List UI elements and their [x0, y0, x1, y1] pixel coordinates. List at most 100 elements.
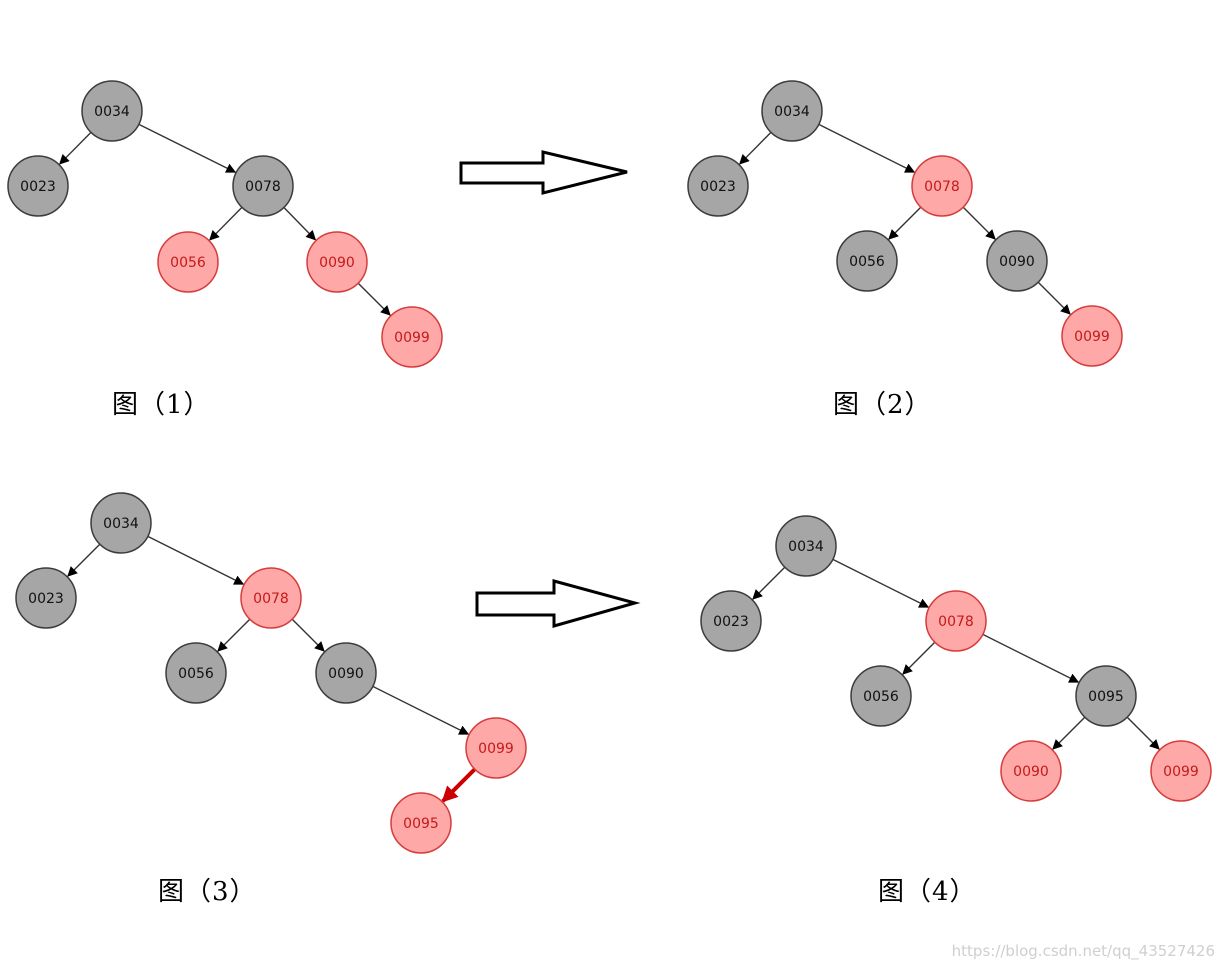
fig1-edge-0078-0056	[209, 206, 243, 241]
fig3-node-circle-0095	[390, 792, 452, 854]
fig2-node-label-0078: 0078	[924, 179, 960, 195]
fig2-node-label-0090: 0090	[999, 254, 1035, 270]
fig4-node-label-0095: 0095	[1088, 689, 1124, 705]
fig1-node-label-0056: 0056	[170, 255, 206, 271]
fig1-node-circle-0023	[7, 155, 69, 217]
fig1-node-0056: 0056	[157, 231, 219, 293]
fig1-node-circle-0056	[157, 231, 219, 293]
fig1-node-label-0090: 0090	[319, 255, 355, 271]
fig3-node-0023: 0023	[15, 567, 77, 629]
fig2-node-circle-0056	[836, 230, 898, 292]
figure-2-caption: 图（2）	[833, 390, 932, 420]
fig1-node-circle-0034	[81, 80, 143, 142]
fig4-edge-0078-0095	[982, 633, 1080, 683]
fig3-node-circle-0099	[465, 717, 527, 779]
fig3-node-0099: 0099	[465, 717, 527, 779]
fig4-edge-0095-0090	[1052, 716, 1086, 750]
fig2-node-0099: 0099	[1061, 305, 1123, 367]
fig3-edge-0078-0090	[291, 618, 325, 652]
fig1-node-0078: 0078	[232, 155, 294, 217]
fig1-node-0023: 0023	[7, 155, 69, 217]
fig4-node-0023: 0023	[700, 590, 762, 652]
fig1-node-label-0099: 0099	[394, 330, 430, 346]
fig3-edge-0099-0095	[441, 767, 477, 803]
fig4-node-0056: 0056	[850, 665, 912, 727]
fig2-node-circle-0034	[761, 80, 823, 142]
fig4-edge-0034-0078	[832, 558, 930, 608]
fig1-edge-0078-0090	[283, 207, 317, 241]
fig3-node-label-0078: 0078	[253, 591, 289, 607]
fig2-edge-0078-0056	[888, 206, 922, 240]
fig3-node-label-0056: 0056	[178, 666, 214, 682]
fig1-node-circle-0090	[306, 231, 368, 293]
fig2-node-circle-0078	[911, 155, 973, 217]
fig1-node-label-0034: 0034	[94, 104, 130, 120]
fig3-node-0078: 0078	[240, 567, 302, 629]
fig3-edge-0090-0099	[372, 685, 470, 735]
fig4-node-0095: 0095	[1075, 665, 1137, 727]
fig1-node-label-0023: 0023	[20, 179, 56, 195]
fig1-edge-0090-0099	[357, 282, 391, 316]
fig4-node-0099: 0099	[1150, 740, 1212, 802]
fig3-node-circle-0056	[165, 642, 227, 704]
fig3-node-0095: 0095	[390, 792, 452, 854]
fig4-node-label-0078: 0078	[938, 614, 974, 630]
fig3-node-label-0099: 0099	[478, 741, 514, 757]
fig4-node-circle-0078	[925, 590, 987, 652]
fig1-node-label-0078: 0078	[245, 179, 281, 195]
fig2-node-0090: 0090	[986, 230, 1048, 292]
fig4-node-circle-0056	[850, 665, 912, 727]
fig1-node-0034: 0034	[81, 80, 143, 142]
fig2-node-label-0034: 0034	[774, 104, 810, 120]
fig4-node-label-0090: 0090	[1013, 764, 1049, 780]
fig3-node-label-0090: 0090	[328, 666, 364, 682]
fig4-node-circle-0095	[1075, 665, 1137, 727]
fig4-node-circle-0090	[1000, 740, 1062, 802]
fig4-node-circle-0023	[700, 590, 762, 652]
figure-1-caption: 图（1）	[112, 390, 211, 420]
fig4-edge-0078-0056	[902, 641, 936, 675]
fig2-node-label-0023: 0023	[700, 179, 736, 195]
fig3-edge-0034-0078	[147, 535, 245, 585]
fig4-edge-0034-0023	[752, 566, 786, 600]
fig4-node-0034: 0034	[775, 515, 837, 577]
fig2-node-0078: 0078	[911, 155, 973, 217]
fig2-node-label-0099: 0099	[1074, 329, 1110, 345]
fig3-node-0034: 0034	[90, 492, 152, 554]
fig1-edge-0034-0023	[59, 131, 92, 165]
fig1-edge-0034-0078	[138, 123, 237, 173]
fig2-edge-0090-0099	[1037, 281, 1071, 315]
fig1-node-circle-0078	[232, 155, 294, 217]
fig2-node-0023: 0023	[687, 155, 749, 217]
fig4-node-0078: 0078	[925, 590, 987, 652]
fig3-node-circle-0078	[240, 567, 302, 629]
fig2-edge-0034-0023	[739, 131, 772, 165]
fig2-node-circle-0023	[687, 155, 749, 217]
figure-4-caption: 图（4）	[878, 877, 977, 907]
fig3-edge-0078-0056	[217, 618, 251, 652]
fig3-node-label-0034: 0034	[103, 516, 139, 532]
fig1-node-0099: 0099	[381, 306, 443, 368]
fig4-node-circle-0034	[775, 515, 837, 577]
fig2-edge-0034-0078	[818, 123, 916, 173]
fig3-node-0090: 0090	[315, 642, 377, 704]
fig1-node-circle-0099	[381, 306, 443, 368]
fig3-edge-0034-0023	[67, 543, 101, 577]
fig4-node-circle-0099	[1150, 740, 1212, 802]
fig2-edge-0078-0090	[962, 206, 996, 240]
fig3-node-circle-0023	[15, 567, 77, 629]
fig3-node-label-0023: 0023	[28, 591, 64, 607]
fig2-node-circle-0099	[1061, 305, 1123, 367]
watermark: https://blog.csdn.net/qq_43527426	[951, 942, 1215, 960]
figure-3-caption: 图（3）	[158, 877, 257, 907]
transition-arrow-1-to-2	[459, 150, 628, 195]
transition-arrow-3-to-4	[475, 579, 641, 628]
fig3-node-circle-0090	[315, 642, 377, 704]
fig2-node-label-0056: 0056	[849, 254, 885, 270]
fig3-node-label-0095: 0095	[403, 816, 439, 832]
fig4-node-0090: 0090	[1000, 740, 1062, 802]
fig1-node-0090: 0090	[306, 231, 368, 293]
fig4-edge-0095-0099	[1126, 716, 1160, 750]
fig2-node-0034: 0034	[761, 80, 823, 142]
